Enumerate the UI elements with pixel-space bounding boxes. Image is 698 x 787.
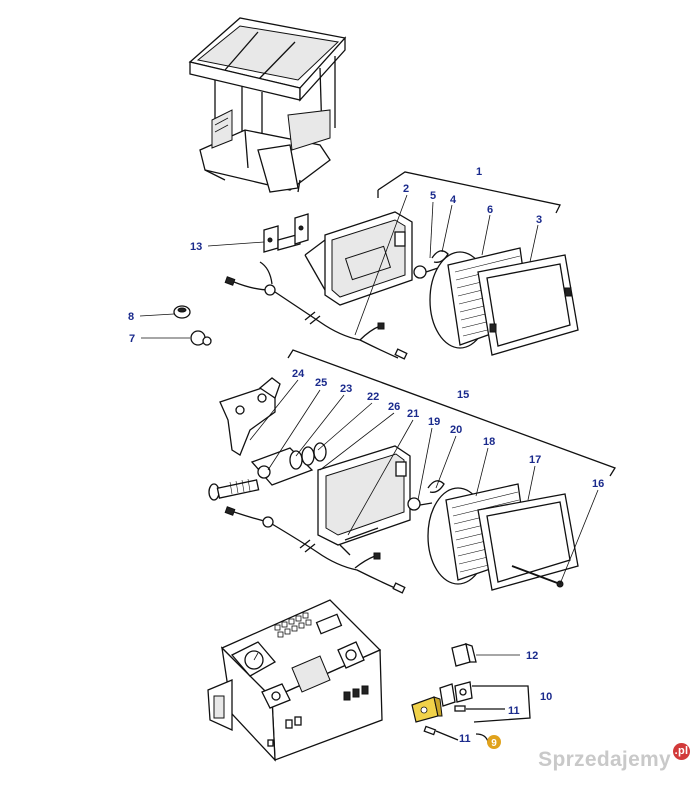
label-part-1: 1 <box>476 166 482 178</box>
label-part-26: 26 <box>388 401 400 413</box>
tractor-cab <box>188 17 347 193</box>
label-part-6: 6 <box>487 204 493 216</box>
upper-wire-harness <box>224 261 408 360</box>
switch-parts <box>411 643 531 743</box>
label-part-10: 10 <box>540 691 552 703</box>
upper-lamp-assembly <box>304 171 579 356</box>
label-part-12: 12 <box>526 650 538 662</box>
label-part-5: 5 <box>430 190 436 202</box>
label-part-11a: 11 <box>508 705 520 717</box>
part-13-bracket <box>263 213 309 253</box>
part-7-plug <box>190 330 212 346</box>
label-part-22: 22 <box>367 391 379 403</box>
badge-9: 9 <box>487 735 501 749</box>
label-part-17: 17 <box>529 454 541 466</box>
label-part-23: 23 <box>340 383 352 395</box>
label-part-8: 8 <box>128 311 134 323</box>
dash-panel <box>207 599 383 762</box>
label-part-11b: 11 <box>459 733 471 745</box>
label-part-4: 4 <box>450 194 457 206</box>
watermark-text: Sprzedajemy <box>538 748 671 771</box>
badge-9-label: 9 <box>491 738 497 749</box>
label-part-21: 21 <box>407 408 419 420</box>
label-part-19: 19 <box>428 416 440 428</box>
label-part-13: 13 <box>190 241 202 253</box>
label-part-16: 16 <box>592 478 604 490</box>
label-part-3: 3 <box>536 214 542 226</box>
label-part-25: 25 <box>315 377 327 389</box>
watermark-tld: .pl <box>673 742 690 760</box>
label-part-15: 15 <box>457 389 469 401</box>
part-labels: 1 2 3 4 5 6 7 8 10 11 11 12 13 15 16 17 … <box>128 166 604 745</box>
label-part-18: 18 <box>483 436 495 448</box>
label-part-24: 24 <box>292 368 305 380</box>
label-part-7: 7 <box>129 333 135 345</box>
part-8-grommet <box>173 305 191 319</box>
lower-wire-harness <box>224 506 406 594</box>
lower-lamp-assembly <box>208 349 616 591</box>
watermark: Sprzedajemy.pl <box>538 742 690 772</box>
label-part-2: 2 <box>403 183 409 195</box>
label-part-20: 20 <box>450 424 462 436</box>
leader-lines <box>139 194 599 656</box>
